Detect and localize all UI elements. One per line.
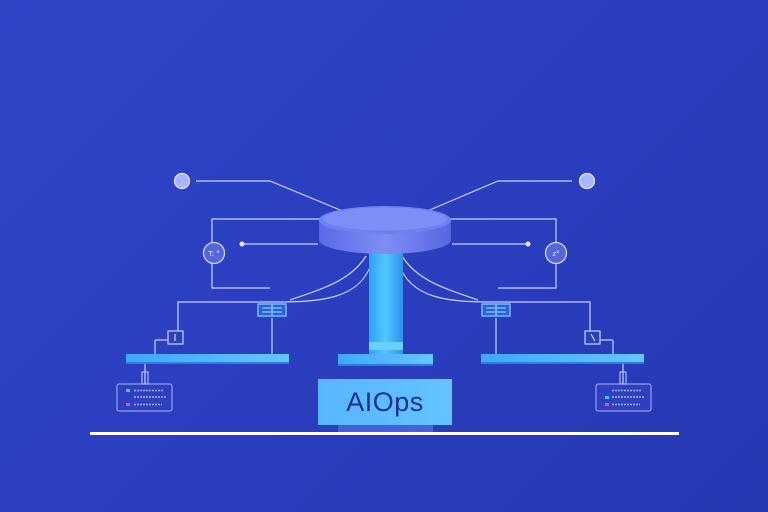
switch-icons xyxy=(257,303,511,317)
arrow-heads xyxy=(239,241,531,247)
info-card-left xyxy=(116,371,173,412)
connection-lines xyxy=(144,180,624,384)
gauge-right xyxy=(544,241,568,265)
frame-left xyxy=(211,218,322,289)
arrow-dot-left xyxy=(239,241,245,247)
info-card-right xyxy=(595,371,652,412)
pillar-base xyxy=(338,354,433,365)
top-nodes xyxy=(173,172,596,190)
aiops-label: AIOps xyxy=(318,379,452,425)
gauge-left xyxy=(202,241,226,265)
link-top-right xyxy=(424,180,572,213)
node-top-right xyxy=(578,172,596,190)
curve-right xyxy=(397,261,591,332)
ground-line xyxy=(90,432,679,435)
curve-right-2 xyxy=(401,255,479,301)
curve-left xyxy=(177,261,373,332)
device-boxes xyxy=(167,330,601,345)
gauge-right-glyph: z° xyxy=(552,250,559,258)
node-top-left xyxy=(173,172,191,190)
side-platforms xyxy=(126,354,644,364)
frame-right xyxy=(446,218,557,289)
arrow-dot-right xyxy=(525,241,531,247)
central-disk xyxy=(319,206,451,254)
link-top-left xyxy=(196,180,346,213)
central-pillar xyxy=(338,252,433,433)
gauge-nodes: T: ° z° xyxy=(202,241,568,265)
platform-left xyxy=(126,354,289,363)
gauge-left-glyph: T: ° xyxy=(207,250,220,258)
pillar-foot xyxy=(338,425,433,433)
pillar-shaft xyxy=(369,252,403,356)
aiops-label-text: AIOps xyxy=(346,386,424,417)
curve-left-2 xyxy=(289,255,367,301)
platform-right xyxy=(481,354,644,363)
